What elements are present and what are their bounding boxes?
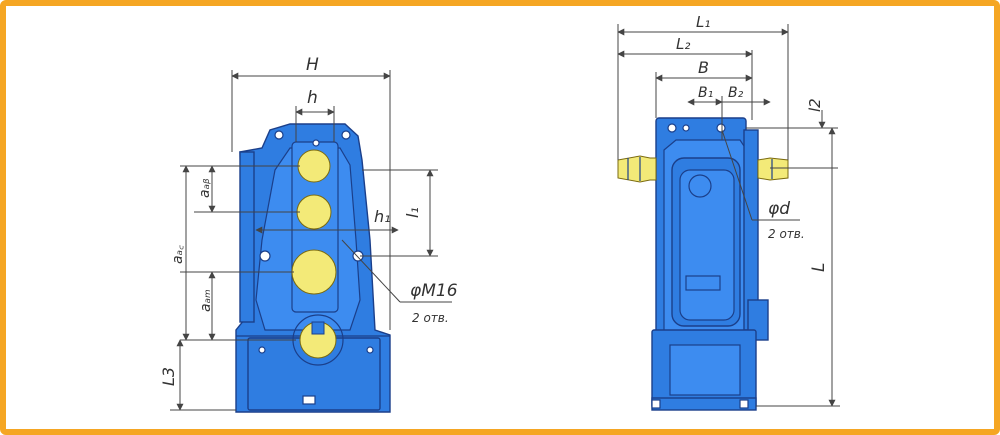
front-dimensions: H h h₁ l₁ aₐᵦ aₐ꜀ aₐₘ L3 φM16 [159, 55, 458, 411]
bolt-icon [274, 130, 284, 140]
dim-L3-label: L3 [159, 367, 178, 386]
bolt-icon [341, 130, 351, 140]
holes-left-label: 2 отв. [412, 311, 449, 325]
nameplate [685, 275, 721, 291]
dim-h1-label: h₁ [374, 207, 391, 226]
front-view [235, 123, 391, 413]
dim-B2-label: B₂ [728, 85, 744, 101]
side-flange [239, 151, 255, 323]
shaft-left-end [617, 155, 657, 183]
holes-right-label: 2 отв. [768, 227, 805, 241]
dim-L-label: L [809, 263, 829, 272]
shaft-middle [296, 194, 332, 230]
side-hole [688, 174, 712, 198]
shaft-right-end [757, 157, 789, 181]
dim-l1-label: l₁ [403, 207, 422, 218]
dim-awb-label: aₐᵦ [197, 178, 213, 198]
side-dimensions: L₁ L₂ B B₁ B₂ l2 L φd 2 отв. [617, 13, 840, 407]
dim-awm-label: aₐₘ [198, 289, 214, 312]
bolt-icon [716, 123, 726, 133]
dim-H-label: H [306, 55, 319, 75]
shaft-top [297, 149, 331, 183]
dim-l2-label: l2 [806, 98, 824, 112]
bolt-icon [259, 250, 271, 262]
m16-label: φM16 [410, 281, 458, 301]
bolt-icon [667, 123, 677, 133]
dim-B1-label: B₁ [698, 85, 713, 101]
shaft-large [291, 249, 337, 295]
side-view [617, 117, 789, 411]
dim-awc-label: aₐ꜀ [170, 245, 186, 264]
dim-h-label: h [307, 88, 318, 108]
dim-B-label: B [698, 58, 709, 77]
dim-L1-label: L₁ [696, 13, 710, 31]
dim-L2-label: L₂ [676, 35, 690, 53]
phi-d-label: φd [768, 199, 790, 219]
